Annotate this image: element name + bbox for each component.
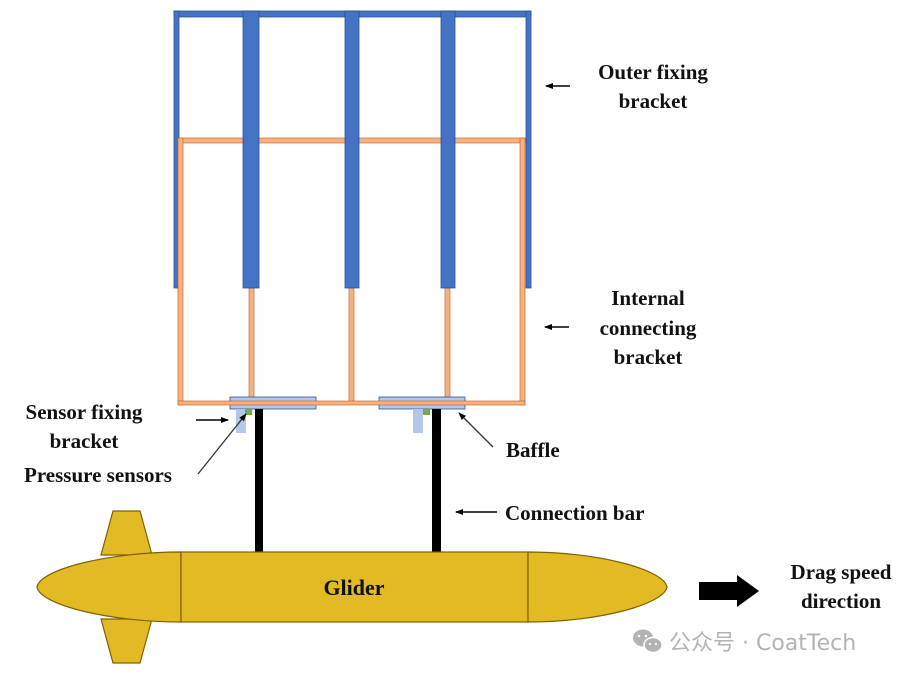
glider-mid-section (180, 551, 529, 623)
label-line: direction (801, 589, 881, 613)
internal-bracket-post-3 (444, 287, 451, 403)
glider-nose-section (527, 551, 668, 623)
internal-bracket-post-2 (348, 287, 355, 403)
outer-bracket-column-3 (440, 10, 456, 289)
label-line: Outer fixing (598, 60, 708, 84)
label-line: Internal (611, 286, 685, 310)
connection-bar-2 (432, 409, 441, 553)
label-connection-bar: Connection bar (505, 501, 644, 525)
outer-bracket-column-2 (344, 10, 360, 289)
glider: Glider (36, 510, 668, 664)
internal-bracket-bottom-bar (177, 400, 526, 406)
watermark: 公众号 · CoatTech (633, 629, 856, 656)
label-line: bracket (619, 89, 688, 113)
label-line: Sensor fixing (26, 400, 143, 424)
pressure-sensor-pointer-arrow (197, 413, 247, 475)
baffle-pointer-arrow (458, 412, 494, 448)
glider-label: Glider (323, 575, 384, 600)
outer-bracket-right-post (525, 10, 532, 289)
label-line: Drag speed (791, 560, 892, 584)
label-internal-connecting-bracket: Internal connecting bracket (600, 286, 697, 369)
wechat-icon (633, 629, 663, 654)
label-line: connecting (600, 316, 697, 340)
label-line: bracket (614, 345, 683, 369)
internal-bracket-right-post (519, 137, 526, 406)
label-outer-fixing-bracket: Outer fixing bracket (598, 60, 708, 113)
glider-top-fin (100, 510, 153, 556)
outer-bracket-columns (242, 10, 456, 289)
pressure-sensor-1 (245, 409, 252, 415)
outer-bracket-column-1 (242, 10, 260, 289)
internal-bracket-left-post (177, 137, 184, 406)
label-sensor-fixing-bracket: Sensor fixing bracket (26, 400, 143, 453)
connection-bar-1 (255, 409, 263, 553)
glider-tail-section (36, 551, 182, 623)
label-line: bracket (50, 429, 119, 453)
drag-direction-arrow-icon (699, 575, 759, 607)
label-pressure-sensors: Pressure sensors (24, 463, 172, 487)
label-baffle: Baffle (506, 438, 560, 462)
label-drag-speed-direction: Drag speed direction (791, 560, 892, 613)
pressure-sensor-2 (423, 409, 430, 415)
watermark-text: 公众号 · CoatTech (669, 631, 856, 656)
sensor-fixing-bracket-2 (413, 409, 423, 433)
internal-bracket-post-1 (248, 287, 255, 403)
glider-bottom-fin (100, 618, 153, 664)
